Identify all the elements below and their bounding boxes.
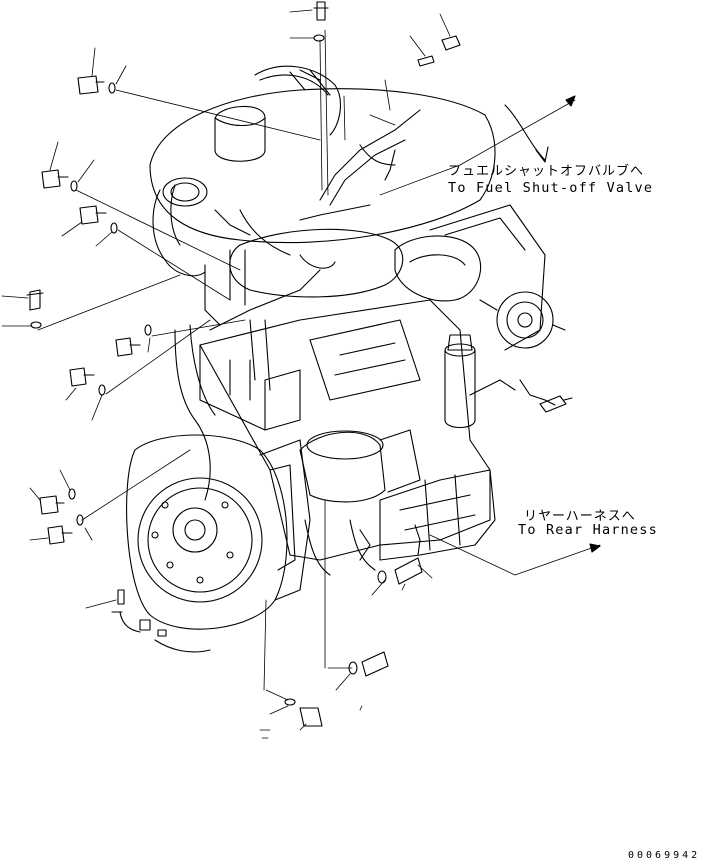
loose-parts: [26, 1, 573, 727]
rear-harness-label-ja: リヤーハーネスへ: [524, 509, 636, 524]
fuel-shutoff-label-en: To Fuel Shut-off Valve: [448, 180, 654, 196]
callout-arrows: [504, 95, 601, 553]
leader-lines: [1, 9, 601, 739]
document-number: 00069942: [628, 850, 701, 861]
rear-harness-label-en: To Rear Harness: [518, 522, 658, 538]
engine-assembly: [119, 65, 566, 653]
fuel-shutoff-label-ja: フュエルシャットオフバルブへ: [448, 164, 645, 179]
